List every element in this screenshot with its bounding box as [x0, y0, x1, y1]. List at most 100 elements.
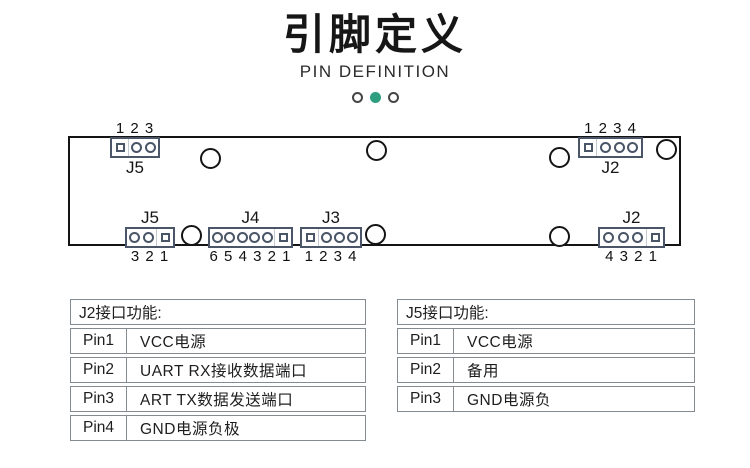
- desc-cell: GND电源负极: [127, 415, 366, 441]
- connector-j4-bottom: J4 6 5 4 3 2 1: [208, 208, 293, 265]
- connector-label: J4: [241, 208, 260, 227]
- page-subtitle: PIN DEFINITION: [299, 62, 451, 82]
- pin-circle: [603, 232, 615, 243]
- pin-cells: [319, 229, 360, 246]
- connector-j2-top: 1 2 3 4 J2: [578, 120, 643, 177]
- desc-cell: UART RX接收数据端口: [127, 357, 366, 383]
- pin-square: [160, 233, 170, 242]
- pin-circle: [131, 142, 143, 153]
- pin-cell: Pin3: [70, 386, 127, 412]
- pin-cell: [580, 139, 597, 156]
- pin-circle: [321, 232, 332, 243]
- table-row: Pin3 ART TX数据发送端口: [70, 386, 366, 412]
- pin-cells: [597, 139, 641, 156]
- pin-circle: [613, 142, 625, 153]
- pin-numbers: 1 2 3 4: [304, 248, 358, 265]
- desc-cell: 备用: [454, 357, 695, 383]
- connector-label: J2: [622, 208, 641, 227]
- pin-numbers: 3 2 1: [130, 248, 170, 265]
- pin-cell: [274, 229, 291, 246]
- pin-cells: [129, 139, 158, 156]
- pin-cells: [210, 229, 274, 246]
- mounting-hole: [549, 226, 570, 247]
- page-title: 引脚定义: [282, 11, 467, 58]
- connector-label: J5: [141, 208, 159, 227]
- pin-cell: Pin1: [70, 328, 127, 354]
- pin-circle: [144, 142, 156, 153]
- pin-cell: [156, 229, 173, 246]
- mounting-hole: [200, 148, 221, 169]
- pin-numbers: 6 5 4 3 2 1: [209, 248, 292, 265]
- pin-cell: [646, 229, 663, 246]
- mounting-hole: [181, 225, 202, 246]
- connector-j2-bottom: J2 4 3 2 1: [598, 208, 665, 265]
- pin-cells: [127, 229, 156, 246]
- connector-label: J5: [126, 158, 144, 177]
- connector-j3-bottom: J3 1 2 3 4: [300, 208, 362, 265]
- pcb-outline: 1 2 3 J5 1 2 3 4 J2: [68, 120, 681, 265]
- pin-circle: [224, 232, 235, 243]
- desc-cell: VCC电源: [454, 328, 695, 354]
- pin-circle: [261, 232, 273, 243]
- pin-circle: [599, 142, 611, 153]
- mounting-hole: [365, 224, 386, 245]
- desc-cell: VCC电源: [127, 328, 366, 354]
- table-title: J2接口功能:: [70, 299, 366, 325]
- pin-cell: [112, 139, 129, 156]
- connector-body: [598, 227, 665, 248]
- connector-body: [300, 227, 362, 248]
- pin-square: [278, 233, 288, 242]
- connector-label: J2: [601, 158, 620, 177]
- table-header-row: J5接口功能:: [397, 299, 695, 325]
- pin-numbers: 1 2 3: [115, 120, 155, 137]
- pin-cell: Pin2: [397, 357, 454, 383]
- connector-j5-top: 1 2 3 J5: [110, 120, 160, 177]
- connector-body: [208, 227, 293, 248]
- pin-square: [650, 233, 660, 242]
- connector-body: [110, 137, 160, 158]
- carousel-dot[interactable]: [351, 92, 363, 104]
- pin-circle: [129, 232, 141, 243]
- table-row: Pin4 GND电源负极: [70, 415, 366, 441]
- connector-label: J3: [322, 208, 340, 227]
- mounting-hole: [366, 140, 387, 161]
- table-row: Pin3 GND电源负: [397, 386, 695, 412]
- pin-square: [583, 143, 593, 152]
- carousel-dots: [0, 92, 750, 104]
- connector-body: [578, 137, 643, 158]
- carousel-dot[interactable]: [387, 92, 399, 104]
- carousel-dot-active[interactable]: [369, 92, 381, 104]
- j2-function-table: J2接口功能: Pin1 VCC电源 Pin2 UART RX接收数据端口 Pi…: [70, 296, 366, 444]
- pin-circle: [617, 232, 629, 243]
- pin-numbers: 4 3 2 1: [605, 248, 658, 265]
- pin-cells: [600, 229, 646, 246]
- pin-square: [115, 143, 125, 152]
- pin-circle: [142, 232, 154, 243]
- pin-circle: [249, 232, 260, 243]
- pin-circle: [334, 232, 345, 243]
- table-row: Pin1 VCC电源: [397, 328, 695, 354]
- pin-square: [305, 233, 315, 242]
- mounting-hole: [656, 139, 677, 160]
- pin-cell: [302, 229, 319, 246]
- pin-circle: [211, 232, 223, 243]
- pin-circle: [631, 232, 643, 243]
- j5-function-table: J5接口功能: Pin1 VCC电源 Pin2 备用 Pin3 GND电源负: [397, 296, 695, 415]
- header: 引脚定义 PIN DEFINITION: [0, 11, 750, 104]
- desc-cell: GND电源负: [454, 386, 695, 412]
- mounting-hole: [549, 147, 570, 168]
- pin-cell: Pin2: [70, 357, 127, 383]
- table-row: Pin2 UART RX接收数据端口: [70, 357, 366, 383]
- pin-circle: [236, 232, 248, 243]
- pin-cell: Pin1: [397, 328, 454, 354]
- desc-cell: ART TX数据发送端口: [127, 386, 366, 412]
- connector-j5-bottom: J5 3 2 1: [125, 208, 175, 265]
- table-row: Pin1 VCC电源: [70, 328, 366, 354]
- pin-cell: Pin4: [70, 415, 127, 441]
- pin-circle: [347, 232, 358, 243]
- connector-body: [125, 227, 175, 248]
- table-row: Pin2 备用: [397, 357, 695, 383]
- table-header-row: J2接口功能:: [70, 299, 366, 325]
- pin-numbers: 1 2 3 4: [584, 120, 637, 137]
- table-title: J5接口功能:: [397, 299, 695, 325]
